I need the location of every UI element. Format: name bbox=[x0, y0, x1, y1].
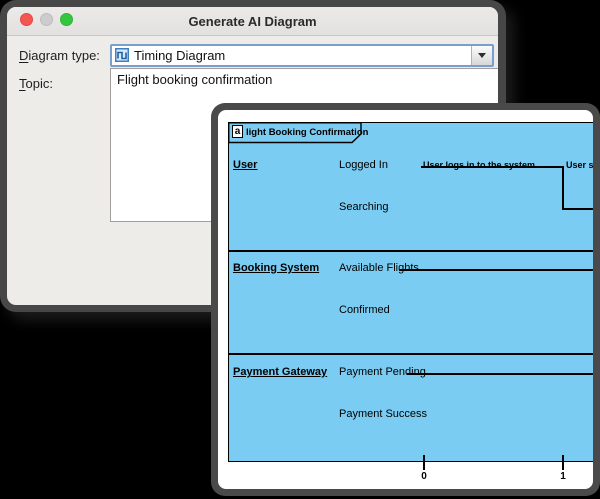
state-label: Searching bbox=[339, 201, 389, 213]
chevron-down-icon bbox=[478, 53, 486, 62]
diagram-type-label: Diagram type: bbox=[19, 48, 100, 63]
lifeline-name-user: User bbox=[233, 159, 258, 171]
diagram-tab-icon: a bbox=[232, 125, 243, 138]
dialog-title: Generate AI Diagram bbox=[188, 14, 317, 29]
close-button[interactable] bbox=[20, 13, 33, 26]
state-label: Logged In bbox=[339, 159, 388, 171]
timeline-segment bbox=[562, 208, 593, 210]
diagram-type-value: Timing Diagram bbox=[134, 48, 226, 63]
axis-tick-label: 1 bbox=[560, 471, 566, 482]
diagram-frame-tab[interactable] bbox=[228, 122, 368, 144]
diagram-type-combobox[interactable]: Timing Diagram bbox=[110, 44, 494, 67]
topic-label: Topic: bbox=[19, 76, 53, 91]
axis-tick-label: 0 bbox=[421, 471, 427, 482]
timeline-annotation: User logs in to the system bbox=[423, 160, 536, 170]
diagram-preview-body: a light Booking Confirmation User Logged… bbox=[218, 110, 593, 489]
diagram-tab-label: light Booking Confirmation bbox=[246, 127, 369, 138]
state-label: Available Flights bbox=[339, 262, 419, 274]
lifeline-name-booking-system: Booking System bbox=[233, 262, 320, 274]
minimize-button[interactable] bbox=[40, 13, 53, 26]
topic-label-rest: opic: bbox=[25, 76, 53, 91]
state-label: Confirmed bbox=[339, 304, 390, 316]
dialog-titlebar[interactable]: Generate AI Diagram bbox=[7, 7, 498, 36]
lifeline-divider bbox=[229, 250, 593, 252]
lifeline-name-payment-gateway: Payment Gateway bbox=[233, 366, 328, 378]
zoom-button[interactable] bbox=[60, 13, 73, 26]
topic-mnemonic: T bbox=[19, 76, 26, 91]
timing-diagram-icon bbox=[115, 48, 129, 62]
timeline-segment bbox=[407, 373, 593, 375]
timing-diagram-canvas[interactable]: a light Booking Confirmation User Logged… bbox=[228, 122, 593, 462]
timeline-segment bbox=[399, 269, 593, 271]
lifeline-divider bbox=[229, 353, 593, 355]
timeline-step bbox=[562, 166, 564, 209]
timeline-segment bbox=[421, 166, 562, 168]
timeline-annotation: User sea bbox=[566, 160, 593, 170]
state-label: Payment Pending bbox=[339, 366, 426, 378]
diagram-type-mnemonic: D bbox=[19, 48, 29, 63]
state-label: Payment Success bbox=[339, 408, 428, 420]
axis-tick-mark bbox=[562, 455, 564, 470]
axis-tick-mark bbox=[423, 455, 425, 470]
combobox-dropdown-button[interactable] bbox=[471, 46, 492, 65]
diagram-type-label-rest: iagram type: bbox=[28, 48, 100, 63]
diagram-preview-window: a light Booking Confirmation User Logged… bbox=[211, 103, 600, 496]
